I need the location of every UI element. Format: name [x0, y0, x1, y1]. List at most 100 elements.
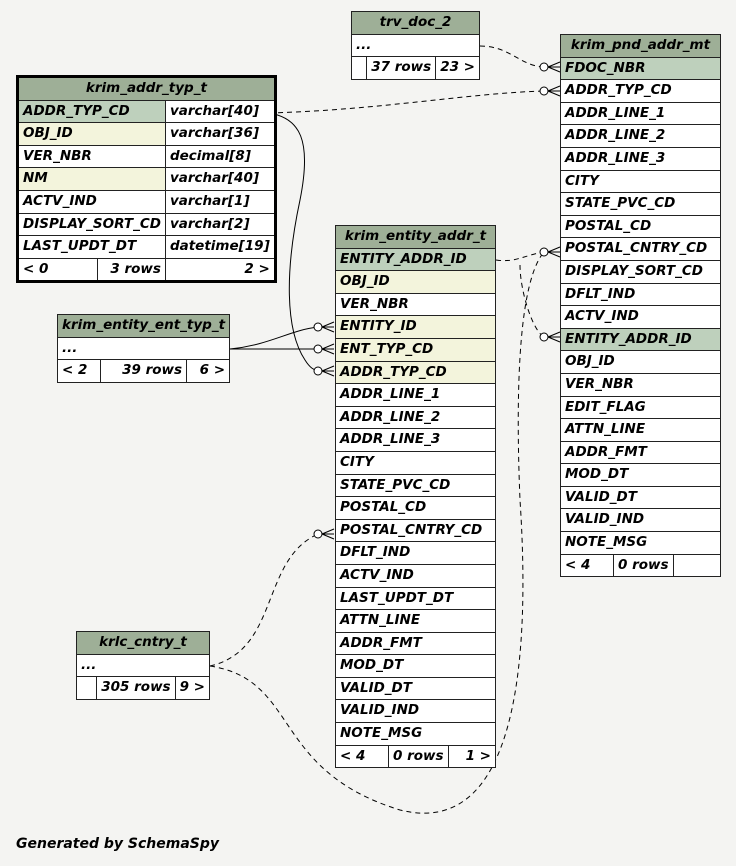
column-cell: VALID_IND — [560, 508, 721, 533]
nav-left — [350, 56, 368, 80]
crowfoot-circle — [313, 529, 323, 539]
nav-left[interactable]: < 2 — [57, 359, 101, 383]
column-cell: ADDR_LINE_1 — [560, 101, 721, 126]
crowfoot-mark — [321, 321, 335, 333]
column-type-cell: decimal[8] — [164, 144, 275, 169]
column-cell: LAST_UPDT_DT — [335, 586, 496, 611]
column-cell: EDIT_FLAG — [560, 395, 721, 420]
column-cell: ACTV_IND — [335, 563, 496, 588]
nav-left[interactable]: < 4 — [560, 553, 614, 578]
crowfoot-mark — [321, 343, 335, 355]
relationship-line-pnd-postal-cntry-long — [209, 251, 545, 814]
column-cell: MOD_DT — [335, 654, 496, 678]
column-cell: OBJ_ID — [560, 350, 721, 374]
relationship-line-entity-id — [229, 326, 319, 350]
column-cell: VALID_IND — [335, 699, 496, 724]
column-type-cell: varchar[2] — [164, 212, 275, 237]
nav-right — [672, 553, 722, 578]
column-cell: VER_NBR — [18, 144, 166, 169]
table-trv-doc-2[interactable]: trv_doc_2 ... 37 rows 23 > — [350, 11, 480, 80]
column-cell: DISPLAY_SORT_CD — [560, 259, 721, 284]
column-cell: VALID_DT — [335, 676, 496, 701]
column-cell: DFLT_IND — [560, 282, 721, 307]
crowfoot-circle — [313, 322, 323, 332]
column-cell: ADDR_TYP_CD — [18, 99, 166, 124]
column-cell: VER_NBR — [335, 292, 496, 317]
column-cell: ADDR_TYP_CD — [335, 360, 496, 385]
relationship-line-fdoc-nbr — [479, 45, 545, 68]
column-cell: ADDR_LINE_1 — [335, 383, 496, 407]
column-cell: ADDR_LINE_3 — [560, 146, 721, 171]
nav-right[interactable]: 1 > — [447, 744, 497, 769]
crowfoot-mark — [547, 246, 561, 258]
column-cell: OBJ_ID — [335, 270, 496, 294]
column-cell: ENTITY_ADDR_ID — [335, 247, 496, 272]
column-cell: POSTAL_CNTRY_CD — [560, 237, 721, 261]
relationship-line-pnd-postal-cntry — [495, 251, 545, 262]
column-cell: ADDR_FMT — [335, 631, 496, 656]
column-cell: ENT_TYP_CD — [335, 337, 496, 362]
row-count: 305 rows — [96, 676, 176, 700]
row-count: 37 rows — [366, 56, 437, 80]
column-type-cell: datetime[19] — [164, 235, 275, 259]
column-cell: ADDR_LINE_2 — [560, 124, 721, 148]
column-cell: ADDR_LINE_2 — [335, 405, 496, 430]
column-cell: LAST_UPDT_DT — [18, 235, 166, 259]
crowfoot-circle — [539, 62, 549, 72]
column-cell: ATTN_LINE — [335, 609, 496, 633]
table-title[interactable]: krim_entity_addr_t — [335, 225, 496, 249]
column-cell: ... — [56, 336, 231, 361]
crowfoot-circle — [313, 344, 323, 354]
crowfoot-circle — [539, 332, 549, 342]
column-cell: ACTV_IND — [18, 189, 166, 214]
crowfoot-circle — [539, 247, 549, 257]
column-cell: CITY — [335, 450, 496, 475]
crowfoot-mark — [321, 528, 335, 540]
generated-by-text: Generated by SchemaSpy — [16, 836, 220, 852]
column-type-cell: varchar[1] — [164, 189, 275, 214]
nav-left[interactable]: < 0 — [18, 257, 98, 282]
nav-right[interactable]: 9 > — [174, 676, 211, 700]
table-title[interactable]: krim_entity_ent_typ_t — [56, 314, 231, 338]
crowfoot-mark — [547, 61, 561, 73]
column-cell: NM — [18, 167, 166, 191]
column-cell: VALID_DT — [560, 485, 721, 510]
column-cell: STATE_PVC_CD — [560, 192, 721, 216]
row-count: 39 rows — [99, 359, 188, 383]
table-krlc-cntry-t[interactable]: krlc_cntry_t ... 305 rows 9 > — [75, 631, 211, 700]
nav-left[interactable]: < 4 — [335, 744, 389, 769]
relationship-line-pnd-addr-typ — [268, 90, 545, 114]
nav-right[interactable]: 2 > — [164, 257, 275, 282]
column-cell: ADDR_TYP_CD — [560, 79, 721, 103]
crowfoot-circle — [313, 366, 323, 376]
column-cell: POSTAL_CD — [560, 214, 721, 239]
column-type-cell: varchar[36] — [164, 122, 275, 146]
column-cell: ACTV_IND — [560, 305, 721, 329]
table-title[interactable]: krim_pnd_addr_mt — [560, 34, 721, 58]
table-krim-entity-ent-typ-t[interactable]: krim_entity_ent_typ_t ... < 2 39 rows 6 … — [56, 314, 231, 383]
relationship-line-entity-postal-cntry — [209, 533, 319, 667]
column-cell: NOTE_MSG — [560, 531, 721, 555]
column-cell: FDOC_NBR — [560, 56, 721, 81]
column-cell: ATTN_LINE — [560, 418, 721, 442]
column-cell: POSTAL_CD — [335, 496, 496, 520]
table-title[interactable]: trv_doc_2 — [351, 11, 480, 35]
column-type-cell: varchar[40] — [164, 99, 275, 124]
row-count: 3 rows — [97, 257, 166, 282]
table-title[interactable]: krlc_cntry_t — [76, 631, 210, 655]
column-cell: ENTITY_ADDR_ID — [560, 327, 721, 352]
table-title[interactable]: krim_addr_typ_t — [18, 77, 275, 101]
crowfoot-circle — [539, 86, 549, 96]
column-cell: MOD_DT — [560, 463, 721, 487]
relationship-line-pnd-entity-addr-id — [519, 264, 545, 338]
nav-right[interactable]: 23 > — [435, 56, 480, 80]
nav-right[interactable]: 6 > — [186, 359, 231, 383]
column-cell: DFLT_IND — [335, 541, 496, 565]
column-cell: ENTITY_ID — [335, 315, 496, 339]
crowfoot-mark — [321, 365, 335, 377]
column-cell: ADDR_LINE_3 — [335, 428, 496, 452]
